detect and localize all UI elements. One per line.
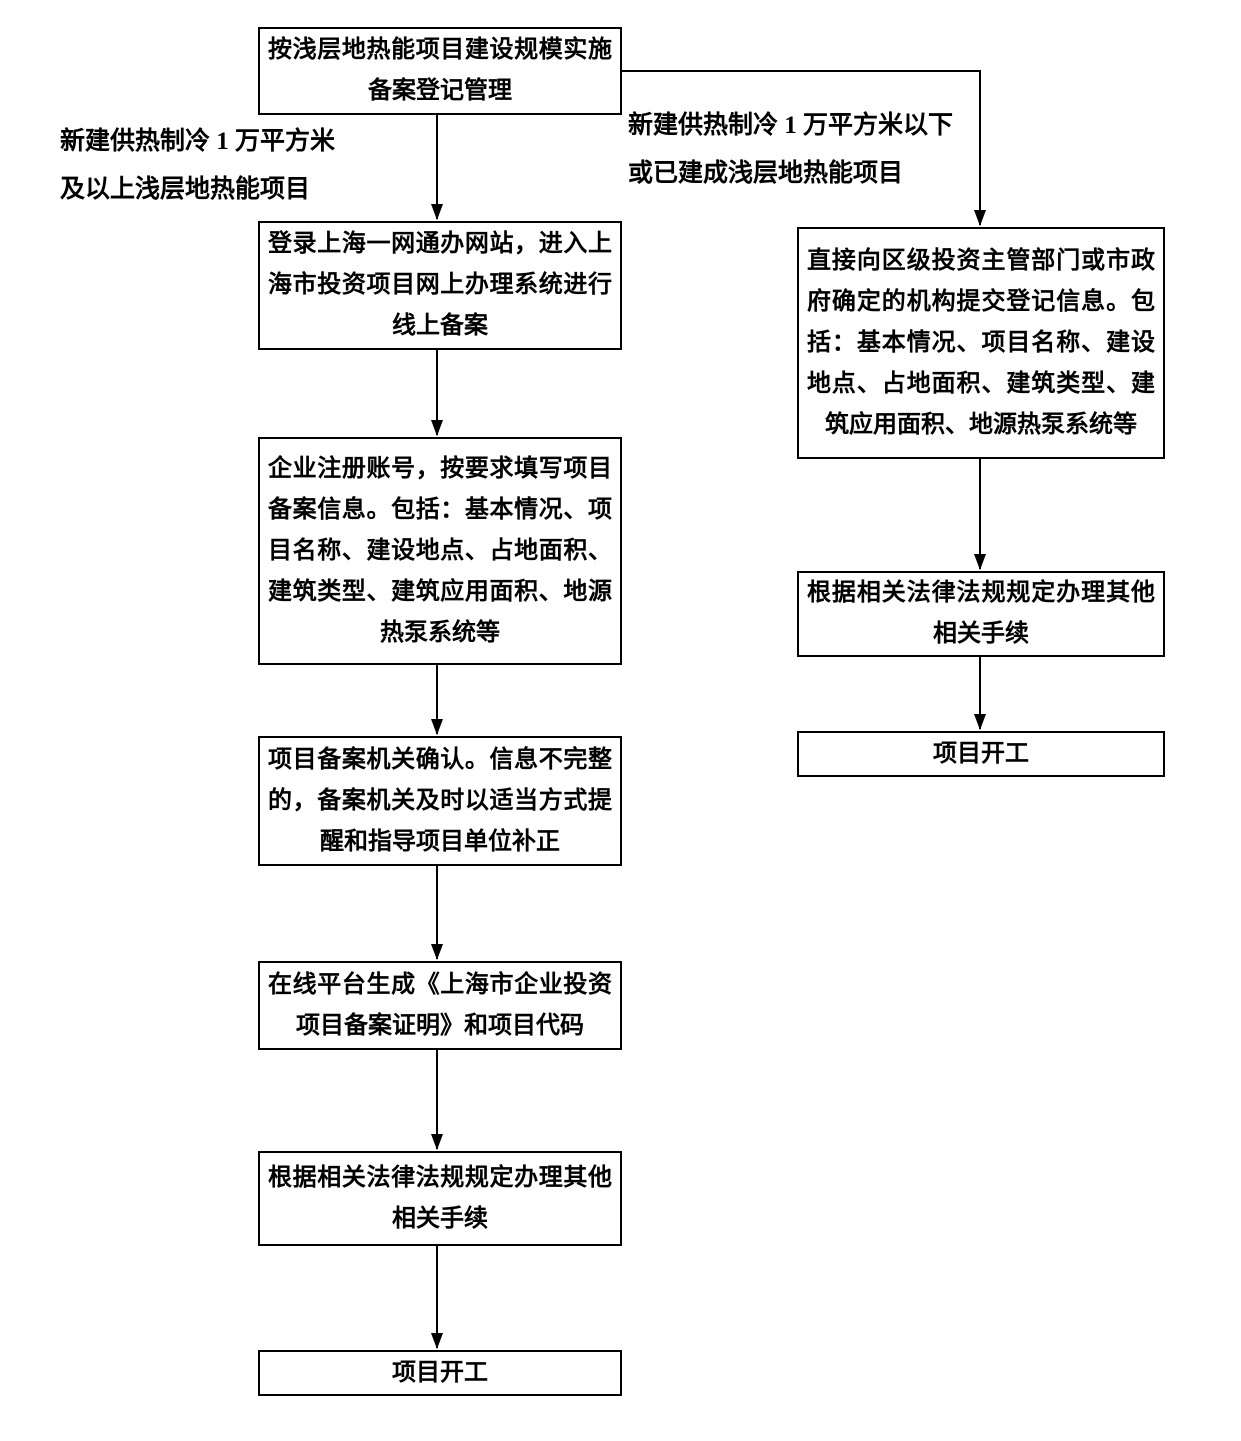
- flow-box-left-step-5: 根据相关法律法规规定办理其他相关手续: [258, 1151, 622, 1246]
- flow-box-right-step-1: 直接向区级投资主管部门或市政府确定的机构提交登记信息。包括：基本情况、项目名称、…: [797, 227, 1165, 459]
- right-branch-label: 新建供热制冷 1 万平方米以下 或已建成浅层地热能项目: [628, 112, 954, 187]
- flow-box-right-step-3-text: 项目开工: [933, 740, 1029, 767]
- flow-box-left-step-4: 在线平台生成《上海市企业投资项目备案证明》和项目代码: [258, 961, 622, 1050]
- flow-box-root: 按浅层地热能项目建设规模实施备案登记管理: [258, 27, 622, 115]
- flow-box-right-step-2-text: 根据相关法律法规规定办理其他相关手续: [807, 580, 1155, 647]
- flow-box-left-step-1: 登录上海一网通办网站，进入上海市投资项目网上办理系统进行线上备案: [258, 221, 622, 350]
- flow-box-right-step-2: 根据相关法律法规规定办理其他相关手续: [797, 571, 1165, 657]
- flow-box-left-step-3-text: 项目备案机关确认。信息不完整的，备案机关及时以适当方式提醒和指导项目单位补正: [268, 746, 612, 855]
- flow-box-left-step-6: 项目开工: [258, 1350, 622, 1396]
- flow-box-left-step-3: 项目备案机关确认。信息不完整的，备案机关及时以适当方式提醒和指导项目单位补正: [258, 736, 622, 866]
- flow-box-left-step-4-text: 在线平台生成《上海市企业投资项目备案证明》和项目代码: [268, 971, 612, 1039]
- flow-box-right-step-1-text: 直接向区级投资主管部门或市政府确定的机构提交登记信息。包括：基本情况、项目名称、…: [807, 247, 1155, 438]
- flow-box-left-step-6-text: 项目开工: [392, 1359, 488, 1386]
- left-branch-label: 新建供热制冷 1 万平方米 及以上浅层地热能项目: [60, 128, 336, 203]
- flow-box-left-step-2-text: 企业注册账号，按要求填写项目备案信息。包括：基本情况、项目名称、建设地点、占地面…: [268, 455, 612, 646]
- flow-box-root-text: 按浅层地热能项目建设规模实施备案登记管理: [268, 37, 612, 104]
- flow-box-left-step-1-text: 登录上海一网通办网站，进入上海市投资项目网上办理系统进行线上备案: [268, 231, 612, 339]
- flow-box-left-step-2: 企业注册账号，按要求填写项目备案信息。包括：基本情况、项目名称、建设地点、占地面…: [258, 437, 622, 665]
- flow-box-right-step-3: 项目开工: [797, 731, 1165, 777]
- flow-box-left-step-5-text: 根据相关法律法规规定办理其他相关手续: [268, 1164, 612, 1232]
